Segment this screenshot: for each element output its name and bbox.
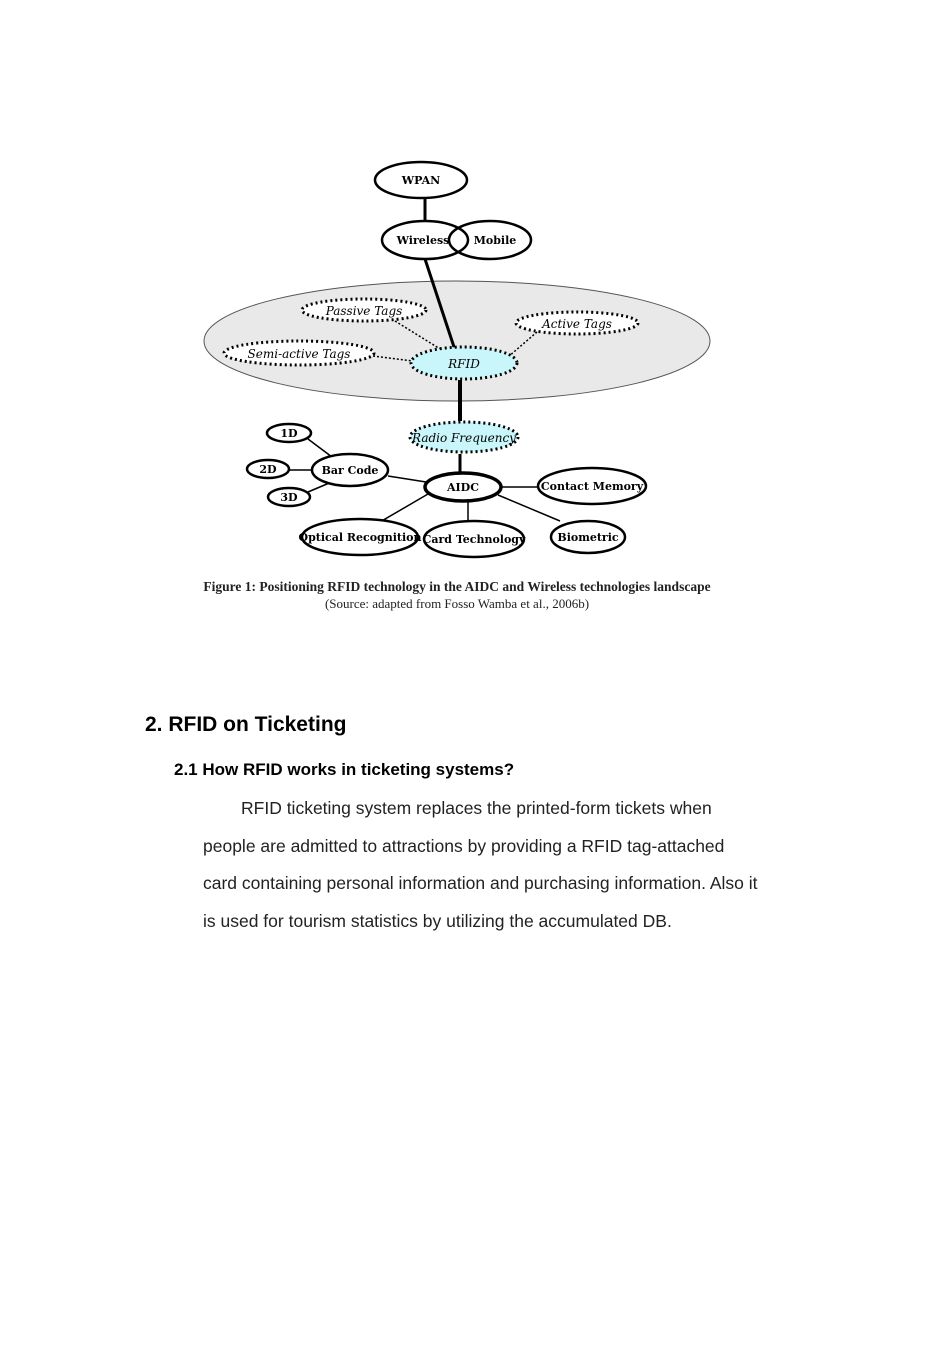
- node-semi-active-tags-ellipse: [222, 339, 376, 367]
- paragraph-line: card containing personal information and…: [203, 873, 758, 894]
- node-wireless-ellipse: [380, 219, 470, 261]
- paragraph-line: is used for tourism statistics by utiliz…: [203, 910, 672, 931]
- section-heading: 2. RFID on Ticketing: [145, 713, 347, 736]
- node-biometric-ellipse: [549, 519, 627, 555]
- rfid-landscape-figure: WPAN Wireless Mobile Passive Tags Active…: [0, 0, 952, 640]
- edge-passive-rfid: [394, 320, 446, 353]
- node-1d-ellipse: [265, 422, 313, 444]
- node-optical-recognition-ellipse: [300, 517, 420, 557]
- node-bar-code-ellipse: [310, 452, 390, 488]
- node-radio-frequency-ellipse: [408, 420, 520, 454]
- node-semi-active-tags-label: Semi-active Tags: [248, 347, 351, 361]
- node-rfid-label: RFID: [447, 357, 480, 371]
- node-active-tags-label: Active Tags: [541, 317, 612, 331]
- rfid-landscape-ellipse: [203, 280, 711, 402]
- node-biometric-label: Biometric: [557, 531, 619, 544]
- node-bar-code-label: Bar Code: [322, 464, 379, 477]
- node-3d-ellipse: [266, 486, 312, 508]
- body-paragraph: RFID ticketing system replaces the print…: [203, 790, 823, 940]
- subsection-heading: 2.1 How RFID works in ticketing systems?: [174, 760, 515, 779]
- edge-semiactive-rfid: [372, 355, 414, 362]
- node-contact-memory-label: Contact Memory: [541, 480, 644, 493]
- node-passive-tags-label: Passive Tags: [325, 304, 403, 318]
- node-card-technology-ellipse: [422, 519, 526, 559]
- node-2d-ellipse: [245, 458, 291, 480]
- figure-caption-title: Figure 1: Positioning RFID technology in…: [203, 579, 711, 594]
- paragraph-line: RFID ticketing system replaces the print…: [241, 798, 712, 818]
- rfid-landscape-diagram: WPAN Wireless Mobile Passive Tags Active…: [203, 160, 711, 559]
- node-wpan-ellipse: [373, 160, 469, 200]
- node-passive-tags-ellipse: [300, 297, 428, 323]
- node-1d-label: 1D: [280, 427, 298, 440]
- edge-aidc-biometric: [497, 494, 561, 522]
- node-wpan-label: WPAN: [401, 174, 440, 187]
- paragraph-line: people are admitted to attractions by pr…: [203, 835, 725, 856]
- node-rfid-ellipse: [409, 345, 519, 381]
- node-optical-recognition-label: Optical Recognition: [298, 531, 421, 544]
- figure-caption-source: (Source: adapted from Fosso Wamba et al.…: [324, 596, 590, 611]
- edge-aidc-optical: [379, 493, 429, 523]
- node-2d-label: 2D: [259, 463, 277, 476]
- node-aidc-ellipse: [423, 471, 503, 503]
- node-mobile-label: Mobile: [474, 234, 517, 247]
- node-radio-frequency-label: Radio Frequency: [411, 431, 516, 445]
- node-contact-memory-ellipse: [536, 466, 648, 506]
- node-mobile-ellipse: [447, 219, 533, 261]
- node-card-technology-label: Card Technology: [423, 533, 526, 546]
- node-3d-label: 3D: [280, 491, 298, 504]
- node-active-tags-ellipse: [514, 310, 640, 336]
- edge-barcode-aidc: [387, 475, 427, 483]
- edge-wireless-rfid: [423, 258, 457, 351]
- node-wireless-label: Wireless: [396, 234, 450, 247]
- node-aidc-label: AIDC: [446, 481, 479, 494]
